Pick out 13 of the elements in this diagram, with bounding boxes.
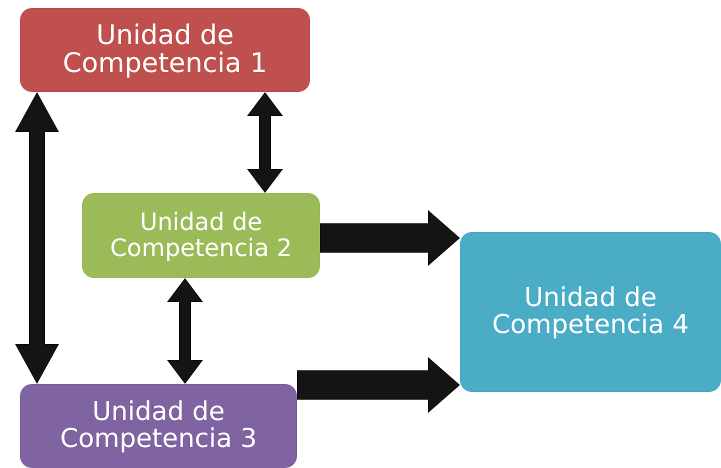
double-arrow (167, 278, 203, 384)
rounded-box (460, 232, 721, 392)
double-arrow (15, 92, 59, 384)
node-label: Unidad de Competencia 1 (62, 22, 268, 78)
rounded-box (20, 8, 310, 92)
double-arrow (247, 92, 283, 193)
node-label: Unidad de Competencia 3 (59, 398, 258, 454)
block-arrow (297, 357, 460, 413)
node-label: Unidad de Competencia 2 (109, 210, 293, 261)
rounded-box (82, 193, 320, 278)
block-arrow (320, 210, 460, 266)
node-label: Unidad de Competencia 4 (491, 284, 690, 340)
rounded-box (20, 384, 297, 468)
